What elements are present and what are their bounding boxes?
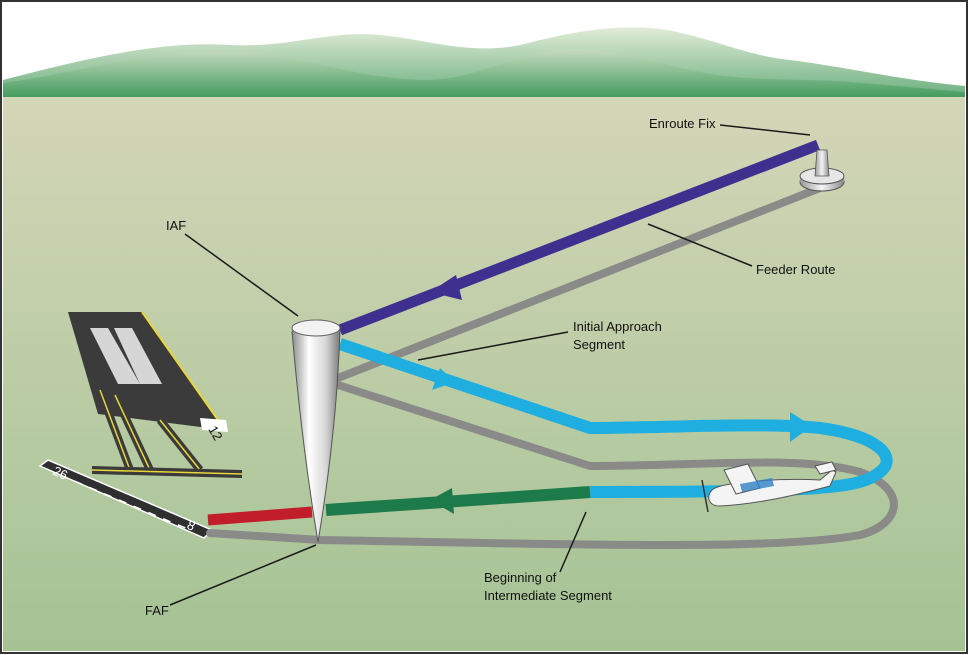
short-runway-end-number: 12 — [205, 423, 225, 443]
runway-end-26: 26 — [51, 463, 70, 483]
feeder-route-arrow — [430, 275, 462, 300]
leader-lines — [169, 124, 811, 606]
hills-front — [3, 49, 965, 97]
initial-approach-arrow — [432, 368, 455, 390]
feeder-route-label: Feeder Route — [756, 262, 836, 277]
faf-label: FAF — [145, 603, 169, 618]
airport-runways: 12 — [68, 311, 243, 478]
beginning-intermediate-label-line2: Intermediate Segment — [484, 588, 612, 603]
enroute-fix-label: Enroute Fix — [649, 116, 716, 131]
enroute-fix-station — [799, 149, 845, 192]
intermediate-arrow — [430, 488, 454, 514]
final-segment-path — [207, 506, 313, 526]
iaf-label: IAF — [166, 218, 186, 233]
initial-approach-label-line2: Segment — [573, 337, 625, 352]
feeder-route-path — [338, 139, 820, 336]
initial-approach-label-line1: Initial Approach — [573, 319, 662, 334]
iaf-cone — [291, 319, 341, 543]
intermediate-segment-path — [325, 486, 591, 516]
airplane-icon — [701, 461, 837, 513]
beginning-intermediate-label-line1: Beginning of — [484, 570, 557, 585]
intermediate-turn-arrow — [790, 412, 812, 442]
ground-track — [206, 184, 898, 549]
